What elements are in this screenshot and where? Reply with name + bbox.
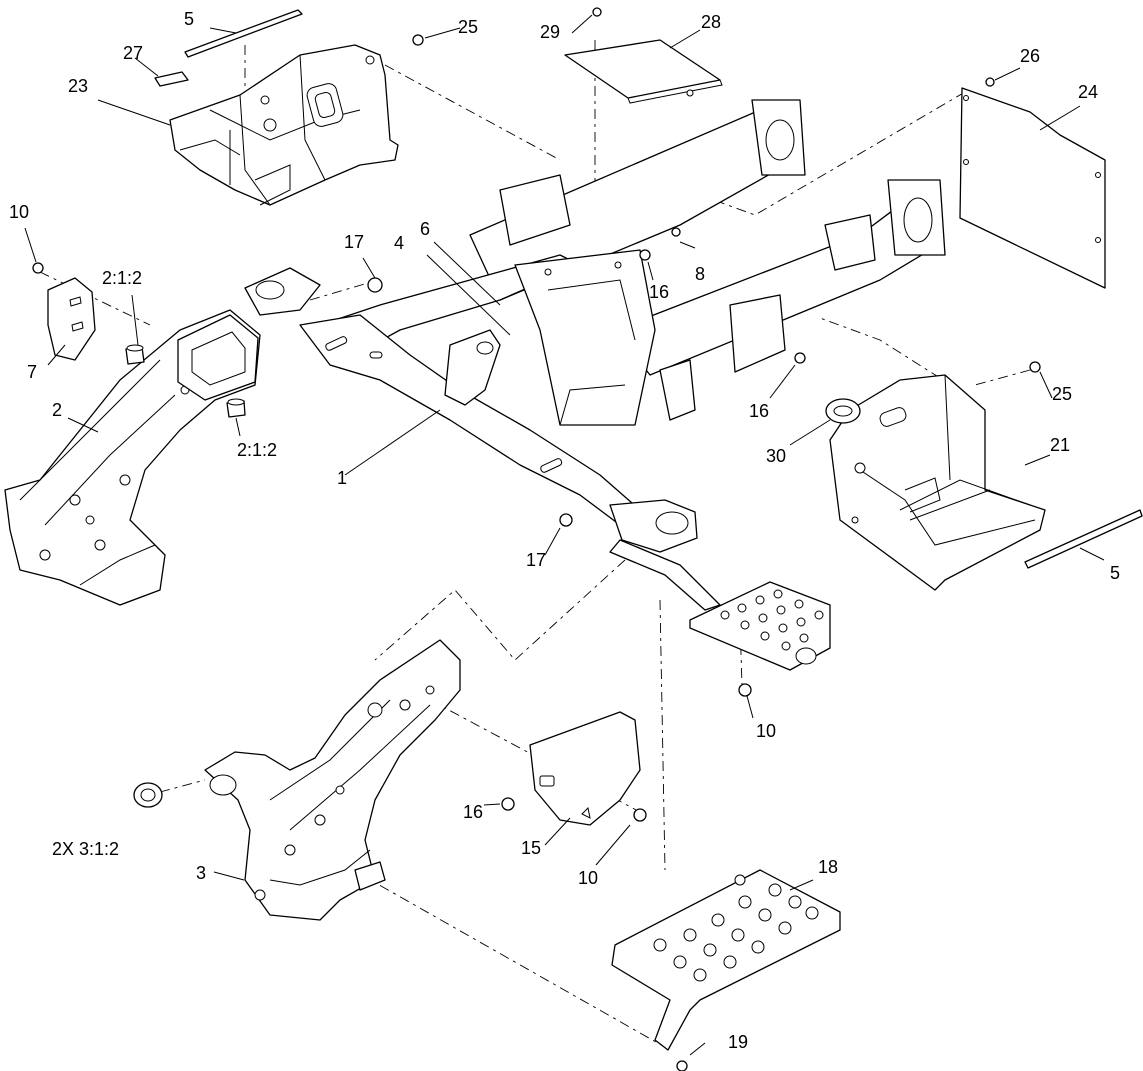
callout-15: 15 xyxy=(521,838,541,858)
callout-16-shield: 16 xyxy=(463,802,483,822)
part-28-cover xyxy=(564,39,723,104)
part-3-1-2-bushing xyxy=(133,782,163,808)
step-holes xyxy=(720,589,824,651)
leader-lines xyxy=(24,14,1105,1056)
step-plate-holes xyxy=(653,874,819,982)
callout-8: 8 xyxy=(695,264,705,284)
callout-17-lower: 17 xyxy=(526,550,546,570)
part-15-shield xyxy=(529,711,641,826)
callout-10-shield: 10 xyxy=(578,868,598,888)
callout-19: 19 xyxy=(728,1032,748,1052)
callout-17-upper: 17 xyxy=(344,232,364,252)
callout-25-right: 25 xyxy=(1052,384,1072,404)
callout-2x-3-1-2: 2X 3:1:2 xyxy=(52,839,119,859)
part-5-strip-top xyxy=(184,9,303,58)
callout-23: 23 xyxy=(68,76,88,96)
part-2-1-2-bushings xyxy=(125,344,246,418)
part-18-step-plate xyxy=(611,869,841,1051)
callout-21: 21 xyxy=(1050,435,1070,455)
callout-24: 24 xyxy=(1078,82,1098,102)
callout-30: 30 xyxy=(766,446,786,466)
hardware xyxy=(32,7,1041,1071)
callout-16-center: 16 xyxy=(649,282,669,302)
callout-6: 6 xyxy=(420,219,430,239)
callout-1: 1 xyxy=(337,468,347,488)
callout-2-1-2-lower: 2:1:2 xyxy=(237,440,277,460)
part-30-grommet xyxy=(825,398,861,424)
part-2-casting xyxy=(4,309,261,606)
callout-10-step: 10 xyxy=(756,721,776,741)
callout-3: 3 xyxy=(196,863,206,883)
callout-27: 27 xyxy=(123,43,143,63)
callouts: 1 2 2:1:2 2:1:2 3 2X 3:1:2 4 5 5 6 7 8 1… xyxy=(9,9,1120,1052)
callout-28: 28 xyxy=(701,12,721,32)
part-1-main-frame xyxy=(244,99,946,671)
part-24-plate xyxy=(959,87,1106,289)
callout-29: 29 xyxy=(540,22,560,42)
callout-2: 2 xyxy=(52,400,62,420)
callout-4: 4 xyxy=(394,233,404,253)
part-21-bracket xyxy=(829,374,1046,591)
callout-5-right: 5 xyxy=(1110,563,1120,583)
callout-7: 7 xyxy=(27,362,37,382)
callout-18: 18 xyxy=(818,857,838,877)
callout-25-top: 25 xyxy=(458,17,478,37)
callout-10-left: 10 xyxy=(9,202,29,222)
part-7-plate xyxy=(47,277,96,361)
part-3-casting xyxy=(204,639,461,921)
part-27-pad xyxy=(154,71,189,87)
part-23-bracket xyxy=(169,44,399,206)
callout-2-1-2-upper: 2:1:2 xyxy=(102,268,142,288)
callout-26: 26 xyxy=(1020,46,1040,66)
part-5-strip-right xyxy=(1024,509,1143,569)
callout-16-right: 16 xyxy=(749,401,769,421)
callout-5-top: 5 xyxy=(184,9,194,29)
